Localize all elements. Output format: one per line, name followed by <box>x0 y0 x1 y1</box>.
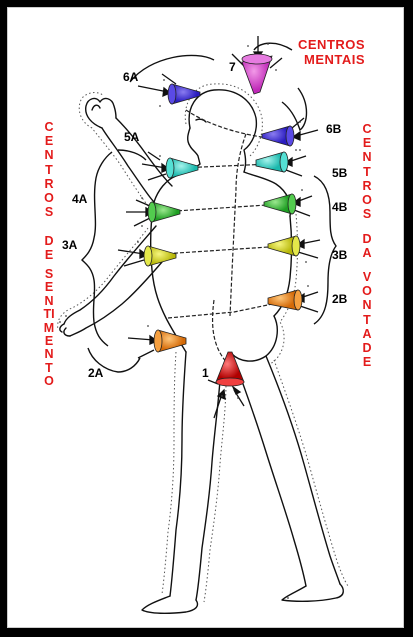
back-leg-inner <box>265 355 341 585</box>
label-chakra-3a: 3A <box>62 238 78 252</box>
front-leg-outer <box>169 351 187 597</box>
label-chakra-4a: 4A <box>72 192 88 206</box>
back-foot <box>281 583 344 603</box>
bracket-2a <box>87 347 141 373</box>
head-outline <box>188 89 258 173</box>
lowered-arm-inner <box>69 261 163 337</box>
torso-right <box>273 215 293 317</box>
label-chakra-1: 1 <box>202 366 209 380</box>
label-chakra-3b: 3B <box>332 248 348 262</box>
heading-feeling-col3: SENTIMENTO <box>43 267 55 389</box>
front-foot <box>141 595 199 615</box>
label-chakra-6a: 6A <box>123 70 139 84</box>
label-chakra-4b: 4B <box>332 200 348 214</box>
chakra-2b-cone <box>267 289 299 311</box>
heading-mental-line2: MENTAIS <box>304 52 366 67</box>
brace-will <box>313 175 337 325</box>
raised-hand <box>85 97 117 129</box>
brace-feeling <box>81 151 113 347</box>
heading-will-col3: VONTADE <box>362 270 372 370</box>
label-chakra-5a: 5A <box>124 130 140 144</box>
bracket-mental-left <box>129 54 215 83</box>
label-chakra-6b: 6B <box>326 122 342 136</box>
bracket-mental-right <box>281 87 308 132</box>
buttocks <box>231 315 278 362</box>
heading-mental-line1: CENTROS <box>298 37 366 52</box>
lowered-arm-outer <box>63 225 157 325</box>
heading-feeling-col2: DE <box>44 234 54 263</box>
face-outline <box>187 127 201 165</box>
heading-will-col2: DA <box>362 232 372 261</box>
label-chakra-2a: 2A <box>88 366 104 380</box>
label-chakra-5b: 5B <box>332 166 348 180</box>
torso-left <box>149 201 187 353</box>
label-chakra-7: 7 <box>229 60 236 74</box>
heading-will-col1: CENTROS <box>362 122 372 222</box>
chakra-7-mouth <box>241 53 273 65</box>
label-chakra-2b: 2B <box>332 292 348 306</box>
chakra-1-cone <box>215 351 245 383</box>
back-leg-outer <box>231 353 307 587</box>
front-leg-inner <box>195 379 221 601</box>
heading-feeling-col1: CENTROS <box>44 120 54 220</box>
